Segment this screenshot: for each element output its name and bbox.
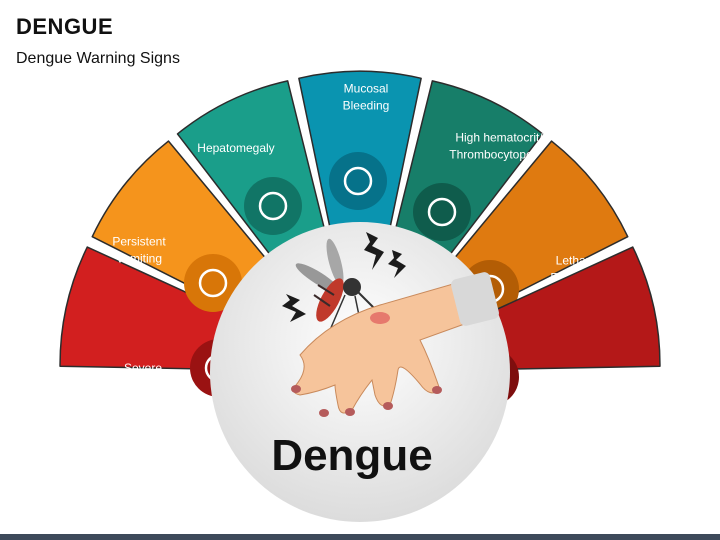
liver-icon (244, 177, 302, 235)
liver-icon-glyph (258, 191, 288, 221)
sign-label-abdominal: Abdominal (115, 378, 172, 392)
center-label: Dengue (271, 431, 432, 480)
sign-label-abdominal: Severe (124, 361, 162, 375)
sign-label-abdominal: Pain (131, 395, 155, 409)
tooth-icon (329, 152, 387, 210)
sign-label-effusion: Effusion (551, 399, 594, 413)
sign-label-mucosal: Bleeding (343, 99, 390, 113)
sign-label-hematocrit: High hematocrit/ (455, 131, 543, 145)
page-title: DENGUE (16, 14, 114, 39)
mosquito-illustration (295, 238, 379, 331)
sign-label-hematocrit: Thrombocytopenia (449, 148, 549, 162)
page-subtitle: Dengue Warning Signs (16, 50, 180, 67)
sign-label-effusion: Serosal (553, 382, 594, 396)
itch-lightning-marks (282, 232, 406, 322)
sign-segment-hematocrit: High hematocrit/Thrombocytopenia (393, 80, 549, 262)
blood-cell-icon (413, 183, 471, 241)
blood-cell-icon-glyph (427, 197, 457, 227)
sign-label-vomiting: Vomiting (116, 252, 162, 266)
sign-label-vomiting: Persistent (112, 235, 166, 249)
vomiting-icon (184, 254, 242, 312)
footer-bar (0, 534, 720, 540)
sign-label-hepatomegaly: Hepatomegaly (197, 141, 274, 155)
sign-label-mucosal: Mucosal (344, 82, 389, 96)
sign-segment-hepatomegaly: Hepatomegaly (176, 80, 327, 262)
hand-illustration (291, 272, 499, 417)
vomiting-icon-glyph (198, 268, 228, 298)
tooth-icon-glyph (343, 166, 373, 196)
